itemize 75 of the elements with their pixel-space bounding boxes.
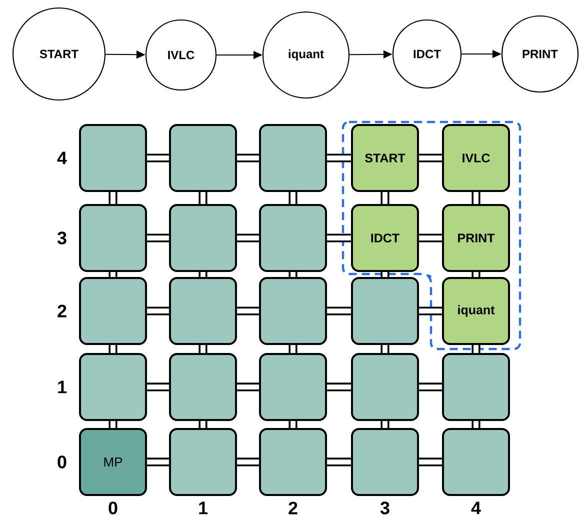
link (327, 154, 351, 162)
processor-tile: IDCT (351, 204, 419, 272)
row-label: 2 (58, 304, 66, 318)
link (198, 345, 208, 353)
processor-tile (259, 204, 327, 272)
link (380, 345, 390, 353)
processor-tile (351, 428, 419, 496)
link (380, 272, 390, 277)
column-label: 0 (108, 502, 118, 514)
link (419, 458, 442, 466)
row-label: 3 (57, 232, 66, 244)
processor-tile: IVLC (442, 124, 510, 192)
processor-tile (259, 428, 327, 496)
column-label: 2 (288, 502, 298, 514)
link (198, 272, 208, 277)
link (198, 420, 208, 428)
link (237, 306, 259, 316)
link (147, 154, 169, 162)
link (288, 272, 298, 277)
processor-tile (259, 353, 327, 421)
link (472, 420, 480, 428)
processor-tile (259, 124, 327, 192)
link (472, 345, 480, 353)
link (288, 192, 298, 204)
processor-tile (169, 276, 237, 345)
row-label: 1 (58, 380, 67, 394)
link (147, 458, 169, 466)
link (108, 420, 118, 428)
link (419, 154, 442, 162)
processor-tile: iquant (442, 276, 510, 345)
link (288, 345, 298, 353)
column-label: 1 (199, 502, 208, 514)
link (237, 458, 259, 466)
processor-tile (79, 276, 147, 345)
processor-tile (79, 353, 147, 421)
link (237, 234, 259, 242)
link (288, 420, 298, 428)
link (380, 420, 390, 428)
link (380, 192, 390, 204)
processor-tile (442, 428, 510, 496)
processor-tile (169, 428, 237, 496)
link (237, 154, 259, 162)
processor-tile (169, 204, 237, 272)
link (327, 306, 351, 316)
link (108, 272, 118, 277)
link (327, 458, 351, 466)
processor-tile (169, 124, 237, 192)
link (419, 234, 442, 242)
link (327, 234, 351, 242)
processor-tile (169, 353, 237, 421)
row-label: 4 (57, 152, 67, 164)
link (237, 382, 259, 392)
link (147, 306, 169, 316)
link (147, 382, 169, 392)
processor-tile (351, 353, 419, 421)
link (108, 192, 118, 204)
processor-tile (259, 276, 327, 345)
link (327, 382, 351, 392)
link (198, 192, 208, 204)
row-label: 0 (58, 456, 66, 468)
link (472, 272, 480, 277)
processor-tile (442, 353, 510, 421)
column-label: 3 (380, 502, 390, 514)
processor-tile (351, 276, 419, 345)
link (108, 345, 118, 353)
processor-tile: MP (79, 428, 147, 496)
link (472, 192, 480, 204)
processor-tile: PRINT (442, 204, 510, 272)
processor-tile (79, 124, 147, 192)
link (419, 306, 442, 316)
link (419, 382, 442, 392)
processor-tile (79, 204, 147, 272)
processor-tile: START (351, 124, 419, 192)
column-label: 4 (471, 502, 481, 514)
link (147, 234, 169, 242)
